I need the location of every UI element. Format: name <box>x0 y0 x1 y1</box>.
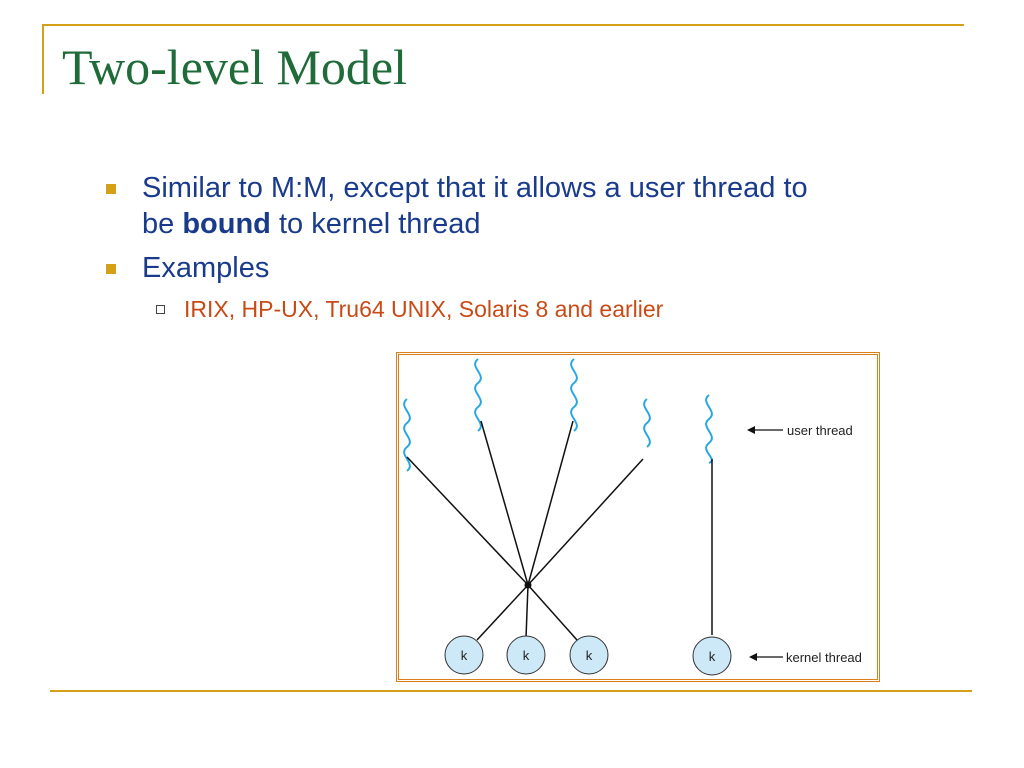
connector-line <box>527 420 574 586</box>
top-rule <box>42 24 964 26</box>
bullet-list: Similar to M:M, except that it allows a … <box>104 170 824 324</box>
bullet-text-examples: Examples <box>142 252 270 284</box>
square-bullet-icon <box>106 264 116 274</box>
slide-title: Two-level Model <box>62 39 408 95</box>
hollow-square-bullet-icon <box>156 305 165 314</box>
sub-bullet-text: IRIX, HP-UX, Tru64 UNIX, Solaris 8 and e… <box>184 296 664 322</box>
connector-line <box>525 584 529 639</box>
connector-line <box>406 456 529 586</box>
bullet-item-bound: Similar to M:M, except that it allows a … <box>104 170 824 242</box>
kernel-thread-letter: k <box>523 648 530 663</box>
user-thread-wave-icon <box>643 398 651 448</box>
diagram-svg: k k k k user thread kernel thread <box>403 358 862 676</box>
connector-line <box>480 420 529 586</box>
connector-line <box>527 584 578 641</box>
kernel-thread-circle <box>692 636 732 676</box>
bullet-text-part2: to kernel thread <box>270 208 481 240</box>
bullet-text-bold: bound <box>182 208 271 240</box>
connector-line <box>527 458 644 586</box>
bullet-item-examples: Examples <box>104 250 824 286</box>
sub-bullet-item: IRIX, HP-UX, Tru64 UNIX, Solaris 8 and e… <box>156 294 824 324</box>
kernel-thread-circle <box>444 635 484 675</box>
two-level-model-diagram: k k k k user thread kernel thread <box>396 352 880 682</box>
bottom-rule <box>50 690 972 692</box>
bullet-text-part1: Similar to M:M, except that it allows a … <box>142 172 808 240</box>
connector-line <box>476 584 529 641</box>
user-thread-label: user thread <box>787 423 853 438</box>
user-thread-wave-icon <box>570 358 578 432</box>
arrowhead-left-icon <box>747 426 755 434</box>
kernel-thread-letter: k <box>586 648 593 663</box>
square-bullet-icon <box>106 184 116 194</box>
left-rule <box>42 24 44 94</box>
kernel-thread-letter: k <box>461 648 468 663</box>
user-thread-wave-icon <box>474 358 482 432</box>
arrowhead-left-icon <box>749 653 757 661</box>
kernel-thread-label: kernel thread <box>786 650 862 665</box>
kernel-thread-circle <box>506 635 546 675</box>
user-thread-wave-icon <box>403 398 411 472</box>
kernel-thread-circle <box>569 635 609 675</box>
user-thread-wave-icon <box>705 394 713 464</box>
kernel-thread-letter: k <box>709 649 716 664</box>
